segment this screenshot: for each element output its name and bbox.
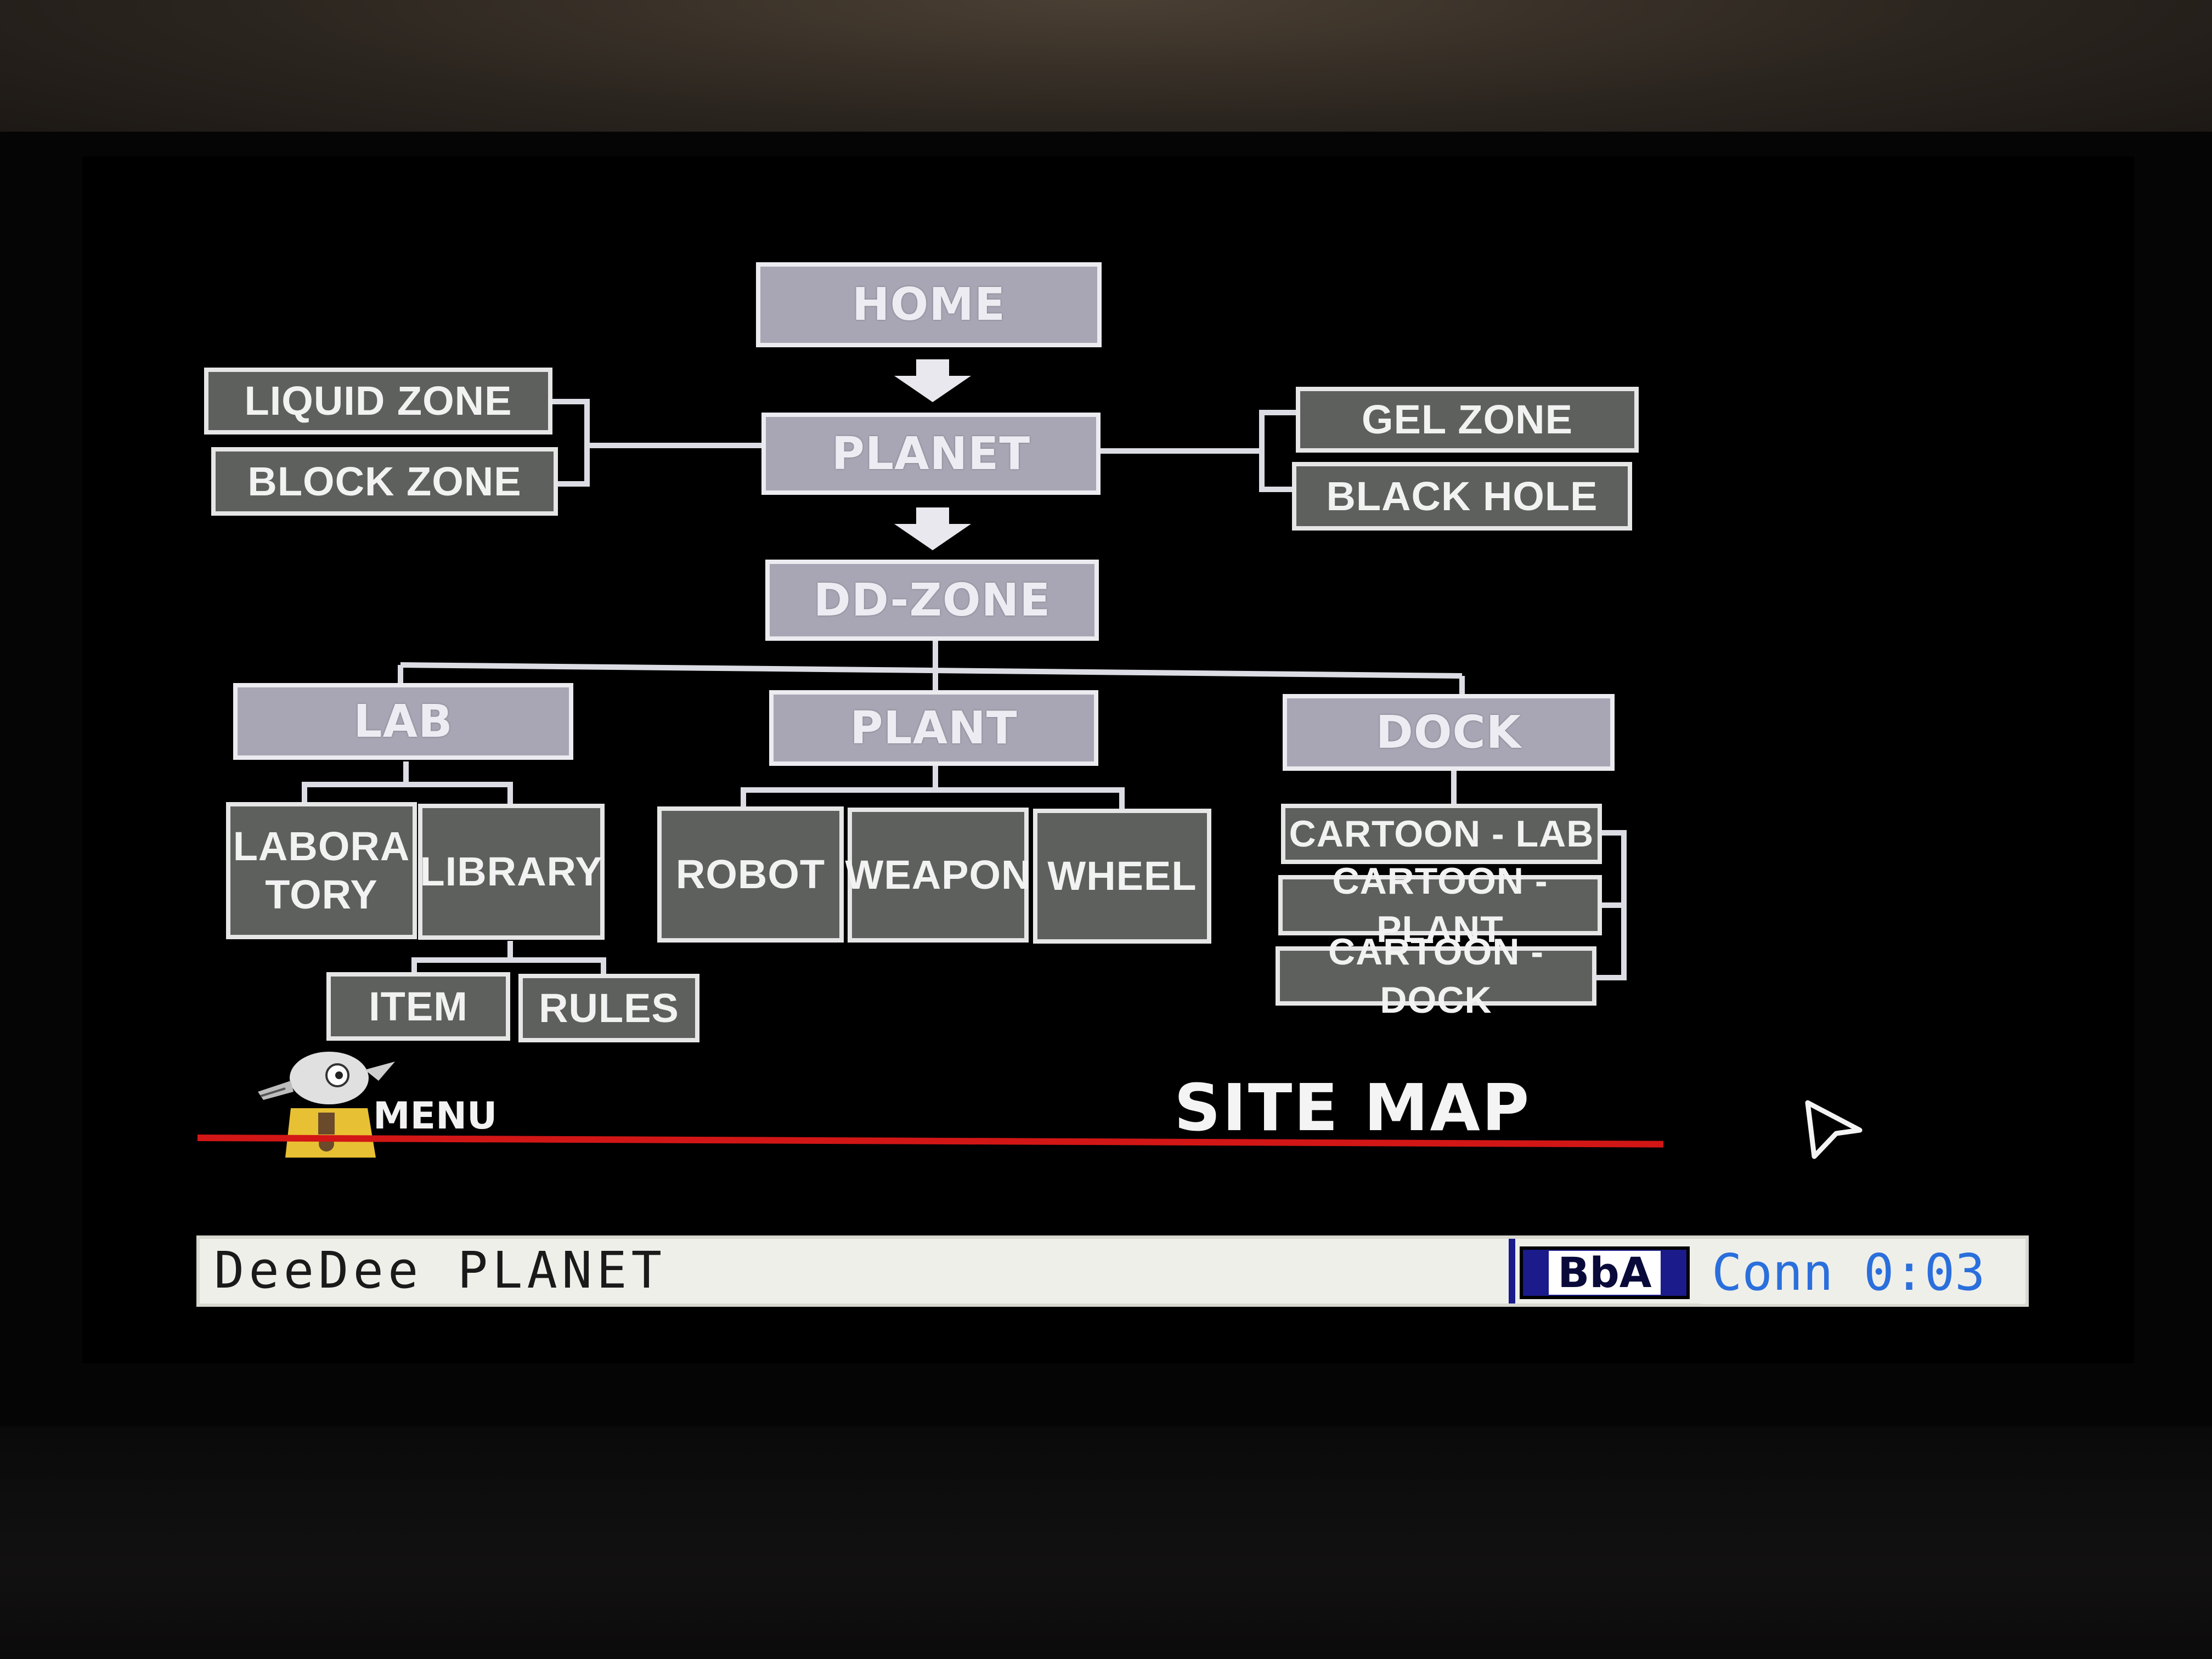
page-title: SITE MAP [1174, 1070, 1531, 1146]
sitemap-gel-zone-button[interactable]: GEL ZONE [1296, 387, 1639, 453]
wall-background [0, 0, 2212, 154]
menu-link[interactable]: MENU [373, 1094, 498, 1138]
tv-stand-area [0, 1426, 2212, 1659]
sitemap-weapon-button[interactable]: WEAPON [845, 808, 1031, 943]
sitemap-wheel-button[interactable]: WHEEL [1033, 809, 1211, 944]
sitemap-rules-button[interactable]: RULES [518, 974, 699, 1042]
sitemap-dd-zone-button[interactable]: DD-ZONE [765, 560, 1099, 641]
down-arrow-icon [894, 359, 971, 402]
sitemap-laboratory-button[interactable]: LABORA TORY [226, 802, 417, 939]
sitemap-laboratory-label-line1: LABORA [233, 823, 410, 869]
pointer-cursor-icon [1805, 1100, 1863, 1159]
sitemap-cartoon-dock-button[interactable]: CARTOON - DOCK [1276, 931, 1596, 1021]
sitemap-plant-button[interactable]: PLANT [769, 690, 1098, 766]
sitemap-item-button[interactable]: ITEM [326, 972, 510, 1041]
sitemap-robot-button[interactable]: ROBOT [657, 806, 844, 943]
tv-screen [82, 156, 2134, 1363]
sitemap-laboratory-label-line2: TORY [265, 872, 378, 917]
connection-status: Conn 0:03 [1701, 1241, 2024, 1304]
down-arrow-icon [894, 507, 971, 550]
sitemap-dock-button[interactable]: DOCK [1283, 694, 1615, 771]
sitemap-library-button[interactable]: LIBRARY [418, 804, 605, 940]
sitemap-cartoon-plant-button[interactable]: CARTOON - PLANT [1278, 860, 1602, 950]
bba-badge: BbA [1520, 1246, 1690, 1299]
sitemap-cartoon-lab-button[interactable]: CARTOON - LAB [1281, 804, 1602, 864]
bba-badge-label: BbA [1549, 1251, 1661, 1295]
robot-mascot-icon[interactable] [247, 1048, 400, 1169]
sitemap-lab-button[interactable]: LAB [233, 683, 573, 760]
sitemap-planet-button[interactable]: PLANET [761, 413, 1101, 495]
sitemap-home-button[interactable]: HOME [756, 262, 1102, 347]
sitemap-black-hole-button[interactable]: BLACK HOLE [1292, 462, 1632, 531]
status-page-title: DeeDee PLANET [214, 1241, 667, 1300]
status-divider [1509, 1239, 1515, 1304]
sitemap-liquid-zone-button[interactable]: LIQUID ZONE [204, 368, 552, 435]
sitemap-block-zone-button[interactable]: BLOCK ZONE [211, 447, 558, 516]
